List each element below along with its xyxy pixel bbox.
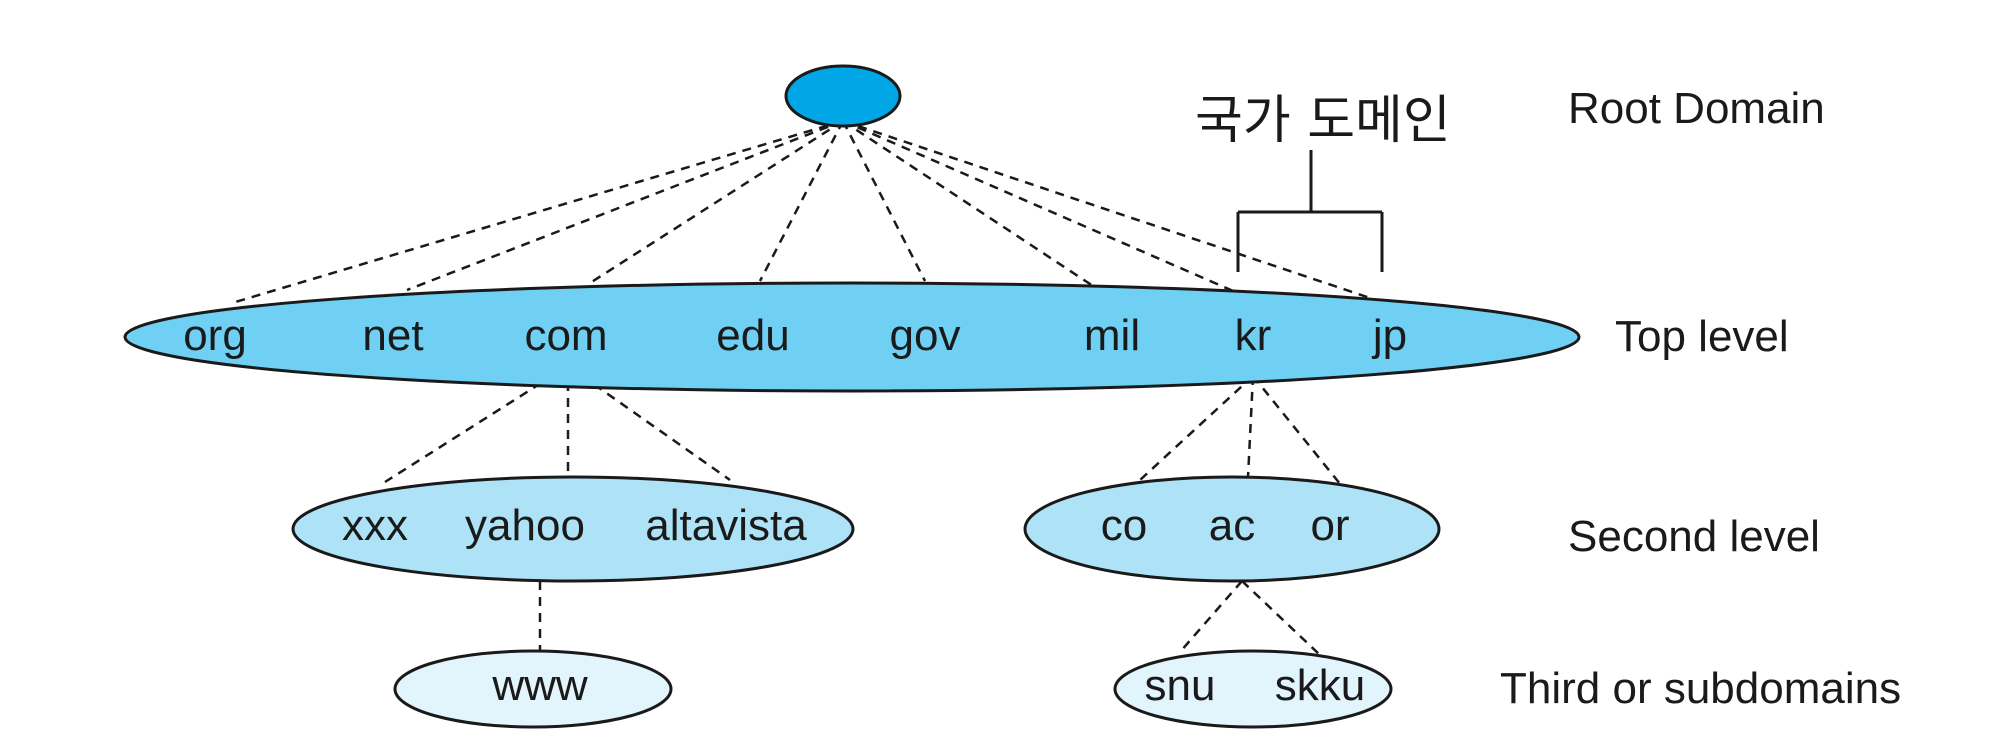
domain-label-mil: mil xyxy=(1084,311,1140,360)
connector-line xyxy=(589,119,844,285)
domain-label-yahoo: yahoo xyxy=(465,501,585,550)
connector-line xyxy=(1139,375,1254,481)
third-level-kr-ellipse xyxy=(1113,649,1393,729)
domain-label-com: com xyxy=(524,311,607,360)
level-label-top: Top level xyxy=(1615,312,1789,361)
top-level-labels: org net com edu gov mil kr jp xyxy=(183,311,1407,360)
second-level-kr-labels: co ac or xyxy=(1101,501,1350,550)
country-domain-annotation: 국가 도메인 xyxy=(1195,91,1451,151)
domain-label-xxx: xxx xyxy=(342,501,408,550)
connector-line xyxy=(758,120,845,282)
connector-line xyxy=(842,119,1094,288)
domain-label-skku: skku xyxy=(1275,661,1365,710)
second-level-kr-ellipse xyxy=(1023,475,1441,583)
connector-line xyxy=(1252,375,1346,491)
domain-label-org: org xyxy=(183,311,247,360)
level-label-third: Third or subdomains xyxy=(1500,664,1902,713)
second-level-com-ellipse xyxy=(291,475,855,583)
domain-label-net: net xyxy=(362,311,423,360)
top-level-ellipse xyxy=(123,281,1581,393)
connector-line xyxy=(842,119,1241,296)
domain-label-or: or xyxy=(1310,501,1349,550)
connector-line xyxy=(1241,580,1321,656)
domain-label-altavista: altavista xyxy=(645,501,807,550)
connector-line xyxy=(406,119,844,292)
connector-line xyxy=(231,119,844,305)
domain-label-jp: jp xyxy=(1371,311,1407,360)
country-domain-bracket xyxy=(1236,150,1384,272)
domain-label-edu: edu xyxy=(716,311,789,360)
domain-label-kr: kr xyxy=(1235,311,1272,360)
domain-label-gov: gov xyxy=(890,311,961,360)
connector-line xyxy=(1246,375,1255,478)
domain-label-www: www xyxy=(491,661,588,710)
third-level-com-labels: www xyxy=(491,661,588,710)
connector-line xyxy=(841,120,927,282)
third-level-kr-labels: snu skku xyxy=(1145,661,1366,710)
domain-label-co: co xyxy=(1101,501,1147,550)
domain-label-snu: snu xyxy=(1145,661,1216,710)
third-level-com-ellipse xyxy=(393,649,673,729)
second-level-com-labels: xxx yahoo altavista xyxy=(342,501,807,550)
connector-line xyxy=(1179,580,1243,653)
level-label-root: Root Domain xyxy=(1568,84,1825,133)
root-domain-node xyxy=(784,64,902,128)
level-label-second: Second level xyxy=(1568,512,1820,561)
domain-label-ac: ac xyxy=(1209,501,1255,550)
